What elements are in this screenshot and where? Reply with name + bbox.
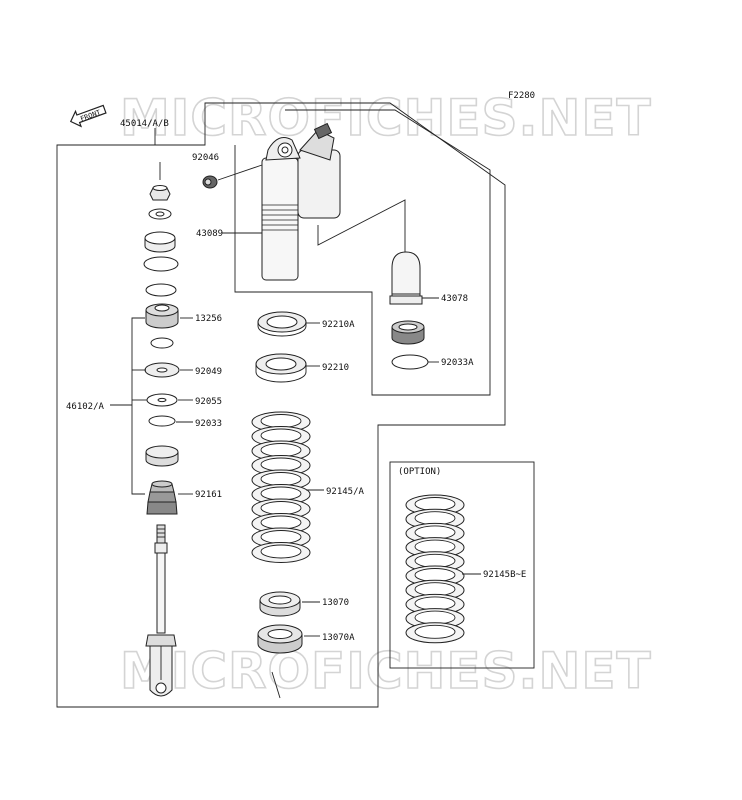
part-label-43078: 43078 bbox=[441, 294, 468, 304]
spring-seat-13070 bbox=[259, 591, 301, 617]
part-label-92161: 92161 bbox=[195, 490, 222, 500]
o-ring bbox=[143, 256, 179, 272]
damper-rod bbox=[145, 524, 177, 697]
part-label-92210: 92210 bbox=[322, 363, 349, 373]
spring-coil-inner bbox=[414, 539, 456, 554]
spring-coil-inner bbox=[414, 525, 456, 540]
assembly-frame bbox=[56, 102, 506, 708]
part-label-43089: 43089 bbox=[196, 229, 223, 239]
front-arrow-icon: FRONT bbox=[69, 104, 107, 128]
spring-coil-inner bbox=[260, 414, 302, 428]
circlip-92033A bbox=[391, 354, 429, 370]
washer-92055 bbox=[146, 393, 178, 407]
spring-coil-inner bbox=[260, 515, 302, 530]
spring-coil-inner bbox=[414, 497, 456, 511]
group-bracket bbox=[131, 317, 145, 495]
part-label-92145: 92145/A bbox=[326, 487, 365, 497]
washer-b bbox=[150, 337, 174, 349]
part-label-13070A: 13070A bbox=[322, 633, 355, 643]
spring-92145B-E bbox=[405, 494, 465, 644]
plate-92049 bbox=[144, 362, 180, 378]
small-washer bbox=[145, 283, 177, 297]
spring-coil-inner bbox=[260, 428, 302, 443]
spring-coil-inner bbox=[414, 624, 456, 639]
spring-coil-inner bbox=[414, 610, 456, 625]
bladder-43078 bbox=[389, 251, 423, 305]
bumper-cup bbox=[145, 445, 179, 467]
watermark-top: MICROFICHES.NET bbox=[120, 89, 652, 147]
part-label-46102: 46102/A bbox=[66, 402, 105, 412]
part-label-13256: 13256 bbox=[195, 314, 222, 324]
spring-nut-92210 bbox=[255, 353, 307, 383]
part-label-92145BE: 92145B~E bbox=[483, 570, 526, 580]
spring-seat-13070A bbox=[257, 624, 303, 654]
spring-coil-inner bbox=[260, 486, 302, 501]
spring-coil-inner bbox=[414, 553, 456, 568]
spring-coil-inner bbox=[260, 443, 302, 457]
spring-nut-92210A bbox=[257, 311, 307, 337]
reservoir-cap bbox=[391, 320, 425, 345]
shock-body-43089 bbox=[261, 122, 341, 281]
diagram-code: F2280 bbox=[508, 91, 535, 101]
bottom-leader bbox=[271, 671, 281, 699]
part-label-92033A: 92033A bbox=[441, 358, 474, 368]
spring-coil-inner bbox=[260, 544, 302, 559]
part-label-92055: 92055 bbox=[195, 397, 222, 407]
part-label-92210A: 92210A bbox=[322, 320, 355, 330]
spring-coil-inner bbox=[414, 596, 456, 611]
spring-coil-inner bbox=[260, 457, 302, 472]
part-label-13070: 13070 bbox=[322, 598, 349, 608]
bushing-92046 bbox=[202, 175, 218, 189]
part-label-92046: 92046 bbox=[192, 153, 219, 163]
reservoir-frame bbox=[234, 109, 491, 396]
part-label-92049: 92049 bbox=[195, 367, 222, 377]
spring-coil-inner bbox=[414, 511, 456, 526]
lock-nut bbox=[149, 185, 171, 201]
option-frame bbox=[389, 461, 535, 669]
seal-13256 bbox=[145, 303, 179, 329]
spring-coil-inner bbox=[414, 582, 456, 597]
part-label-92033: 92033 bbox=[195, 419, 222, 429]
spring-coil-inner bbox=[260, 530, 302, 544]
watermark-bottom: MICROFICHES.NET bbox=[120, 642, 652, 700]
spring-coil-inner bbox=[260, 472, 302, 486]
front-label: FRONT bbox=[79, 108, 102, 123]
spring-92145 bbox=[251, 411, 311, 563]
spring-coil-inner bbox=[414, 568, 456, 582]
bump-rubber-92161 bbox=[146, 480, 178, 515]
collar-ring bbox=[144, 231, 176, 253]
spring-coil-inner bbox=[260, 501, 302, 515]
reservoir-leader bbox=[317, 199, 406, 255]
part-label-45014: 45014/A/B bbox=[120, 119, 169, 129]
circlip-92033 bbox=[148, 415, 176, 427]
option-label: (OPTION) bbox=[398, 467, 441, 477]
